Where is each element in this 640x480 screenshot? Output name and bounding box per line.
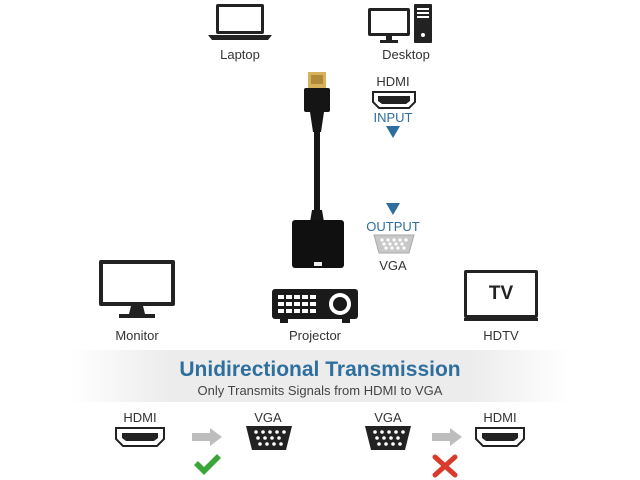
vga-port-icon <box>365 426 411 450</box>
vga-output-label: VGA <box>379 258 407 273</box>
right-arrow-icon <box>432 428 462 446</box>
down-arrow-icon <box>386 203 400 215</box>
monitor-label: Monitor <box>115 328 159 343</box>
example2-to-label: HDMI <box>483 410 517 425</box>
laptop-label: Laptop <box>220 47 260 62</box>
vga-port-icon <box>373 234 415 254</box>
check-icon <box>194 454 221 475</box>
hdmi-port-icon <box>115 427 165 447</box>
laptop-icon <box>208 4 272 40</box>
hdmi-input-label: HDMI <box>376 74 410 89</box>
hdtv-label: HDTV <box>483 328 519 343</box>
banner-title: Unidirectional Transmission <box>179 358 461 381</box>
desktop-label: Desktop <box>382 47 430 62</box>
vga-port-icon <box>246 426 292 450</box>
hdmi-port-icon <box>475 427 525 447</box>
output-label: OUTPUT <box>366 219 420 234</box>
transmission-banner <box>70 350 570 402</box>
projector-icon <box>272 289 358 323</box>
input-label: INPUT <box>373 110 413 125</box>
projector-label: Projector <box>288 328 342 343</box>
right-arrow-icon <box>192 428 222 446</box>
hdmi-to-vga-adapter <box>292 72 344 268</box>
hdtv-icon: TV <box>464 270 538 318</box>
down-arrow-icon <box>386 126 400 138</box>
tv-screen-text: TV <box>488 283 514 304</box>
example1-to-label: VGA <box>254 410 282 425</box>
monitor-icon <box>99 260 175 318</box>
desktop-icon <box>368 4 432 43</box>
cross-icon <box>432 454 458 478</box>
example2-from-label: VGA <box>374 410 402 425</box>
banner-subtitle: Only Transmits Signals from HDMI to VGA <box>197 383 443 398</box>
hdtv-stand <box>464 318 538 321</box>
hdmi-port-icon <box>372 91 416 109</box>
example1-from-label: HDMI <box>123 410 157 425</box>
